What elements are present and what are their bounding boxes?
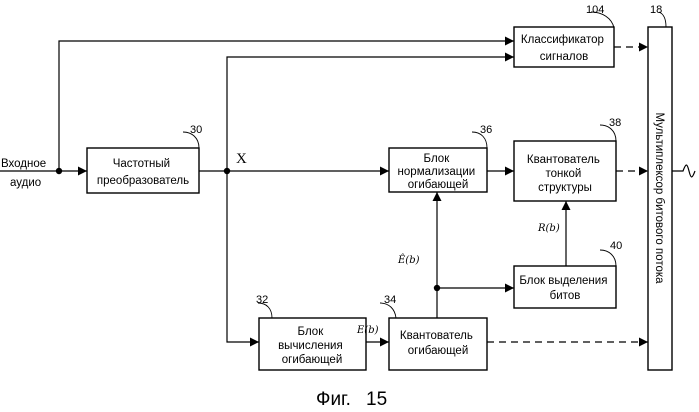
bit-allocation-ref-leader: [600, 250, 616, 266]
x-junction-dot: [224, 168, 230, 174]
envelope-normalization-ref-number: 36: [480, 124, 492, 136]
bitstream-multiplexer-ref-number: 18: [650, 4, 662, 16]
classifier-block: Классификатор сигналов: [514, 27, 614, 67]
svg-text:Мультиплексор битового потока: Мультиплексор битового потока: [653, 112, 665, 284]
signal-label-x: X: [236, 151, 247, 167]
svg-text:15: 15: [366, 389, 387, 410]
envelope-calculation-block: Блок вычисления огибающей: [259, 318, 366, 370]
envelope-quantizer-ref-number: 34: [384, 294, 396, 306]
bit-allocation-block: Блок выделения битов: [514, 266, 616, 308]
envelope-calculation-ref-number: 32: [256, 294, 268, 306]
envelope-quantizer-block: Квантователь огибающей: [389, 318, 487, 370]
envelope-normalization-block: Блок нормализации огибающей: [389, 148, 487, 192]
bitstream-multiplexer-block: Мультиплексор битового потока: [648, 27, 672, 370]
svg-text:Фиг.: Фиг.: [316, 389, 351, 410]
classifier-ref-number: 104: [586, 4, 604, 16]
bit-allocation-ref-number: 40: [610, 240, 622, 252]
freq-transformer-block: Частотный преобразователь: [87, 148, 199, 193]
e-hat-junction-dot: [434, 285, 440, 291]
freq-transformer-ref-number: 30: [190, 124, 202, 136]
signal-label-e-hat: Ê(b): [397, 254, 420, 266]
input-label: Входное аудио: [1, 158, 49, 189]
fine-structure-quantizer-ref-number: 38: [609, 117, 621, 129]
figure-caption: Фиг. 15: [316, 389, 387, 410]
signal-label-e: E(b): [356, 325, 379, 336]
input-junction-dot: [56, 168, 62, 174]
bitstream-output-line: [672, 165, 695, 177]
x-to-envelope-calc-line: [227, 171, 259, 342]
fine-structure-quantizer-block: Квантователь тонкой структуры: [514, 141, 616, 201]
signal-label-r: R(b): [537, 223, 560, 234]
